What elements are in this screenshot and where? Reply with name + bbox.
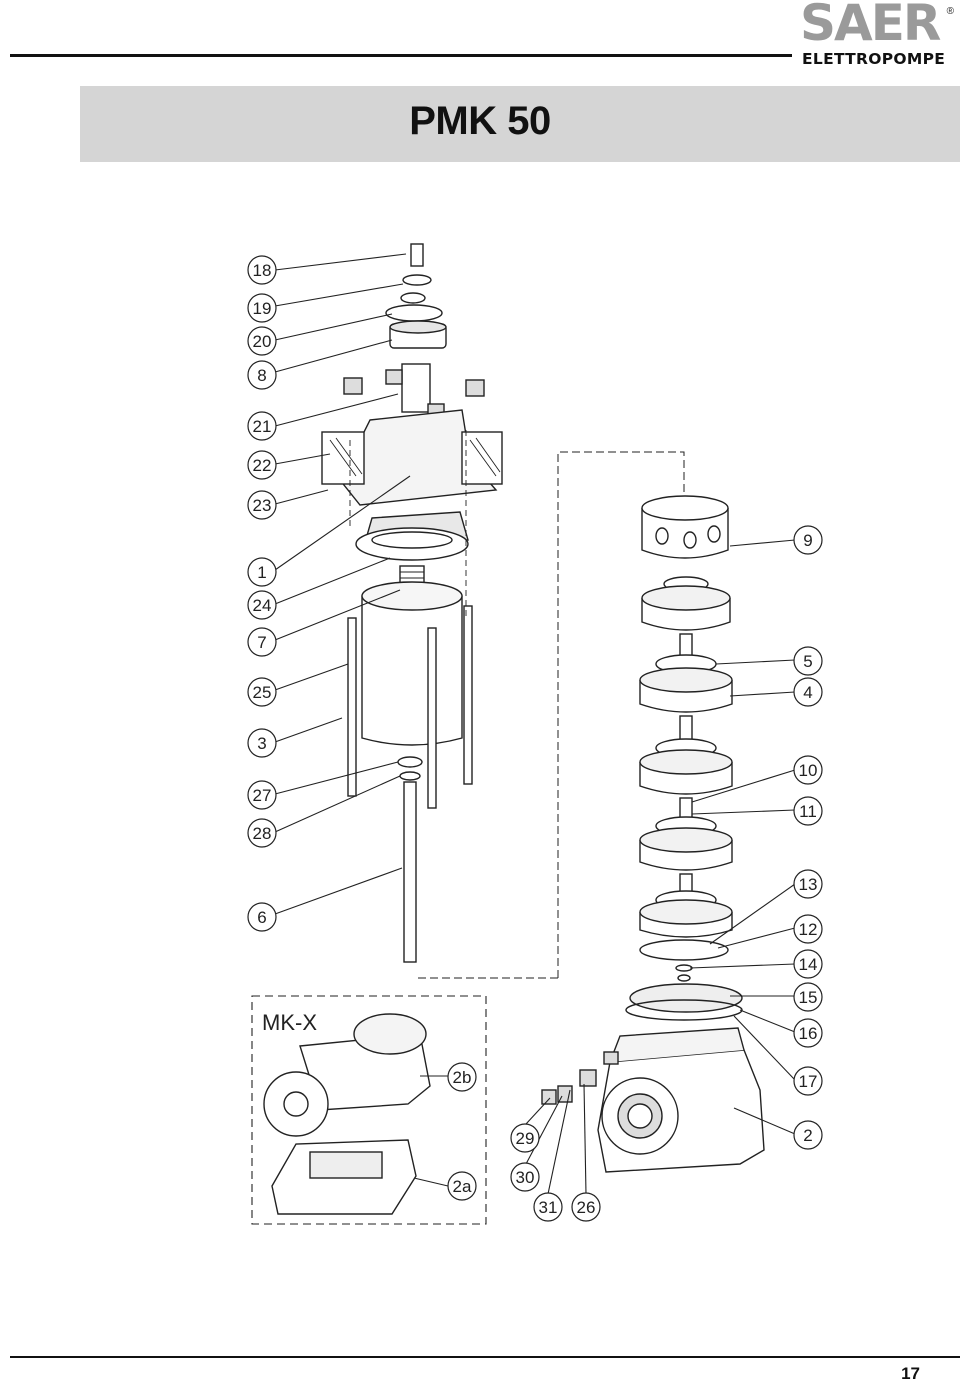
logo-subtitle: ELETTROPOMPE bbox=[802, 50, 946, 68]
callout-3: 3 bbox=[257, 734, 266, 753]
callout-2: 2 bbox=[803, 1126, 812, 1145]
callout-25: 25 bbox=[253, 683, 272, 702]
callout-19: 19 bbox=[253, 299, 272, 318]
callout-14: 14 bbox=[799, 955, 818, 974]
callout-4: 4 bbox=[803, 683, 812, 702]
callouts-right: 9 5 4 10 11 13 12 14 15 16 17 2 bbox=[799, 531, 818, 1145]
callout-28: 28 bbox=[253, 824, 272, 843]
callout-15: 15 bbox=[799, 988, 818, 1007]
page-title: PMK 50 bbox=[409, 99, 551, 143]
callout-2b: 2b bbox=[453, 1068, 472, 1087]
callout-21: 21 bbox=[253, 417, 272, 436]
callouts-bottom: 29 30 31 26 bbox=[516, 1129, 596, 1217]
callout-16: 16 bbox=[799, 1024, 818, 1043]
callout-11: 11 bbox=[799, 802, 817, 821]
callout-18: 18 bbox=[253, 261, 272, 280]
callout-9: 9 bbox=[803, 531, 812, 550]
callout-8: 8 bbox=[257, 366, 266, 385]
callout-13: 13 bbox=[799, 875, 818, 894]
callout-29: 29 bbox=[516, 1129, 535, 1148]
variant-label: MK-X bbox=[262, 1010, 317, 1035]
callout-30: 30 bbox=[516, 1168, 535, 1187]
page-number: 17 bbox=[901, 1364, 920, 1383]
title-band bbox=[80, 86, 960, 162]
callout-27: 27 bbox=[253, 786, 272, 805]
header-rule bbox=[10, 54, 792, 57]
callout-24: 24 bbox=[253, 596, 272, 615]
callout-22: 22 bbox=[253, 456, 272, 475]
callout-26: 26 bbox=[577, 1198, 596, 1217]
callout-12: 12 bbox=[799, 920, 818, 939]
callout-17: 17 bbox=[799, 1072, 818, 1091]
callout-23: 23 bbox=[253, 496, 272, 515]
callout-6: 6 bbox=[257, 908, 266, 927]
registered-mark: ® bbox=[946, 6, 954, 17]
saer-logo: SAER ® ELETTROPOMPE bbox=[796, 0, 956, 72]
callout-31: 31 bbox=[539, 1198, 558, 1217]
callout-2a: 2a bbox=[453, 1177, 472, 1196]
callout-5: 5 bbox=[803, 652, 812, 671]
callout-7: 7 bbox=[257, 633, 266, 652]
callout-10: 10 bbox=[799, 761, 818, 780]
footer-rule bbox=[10, 1356, 960, 1358]
callouts-variant: 2b 2a bbox=[453, 1068, 472, 1196]
callout-20: 20 bbox=[253, 332, 272, 351]
callouts-left: 18 19 20 8 21 22 23 1 24 7 25 3 27 28 6 bbox=[253, 261, 272, 927]
callout-1: 1 bbox=[257, 563, 266, 582]
logo-brand: SAER bbox=[800, 0, 941, 52]
